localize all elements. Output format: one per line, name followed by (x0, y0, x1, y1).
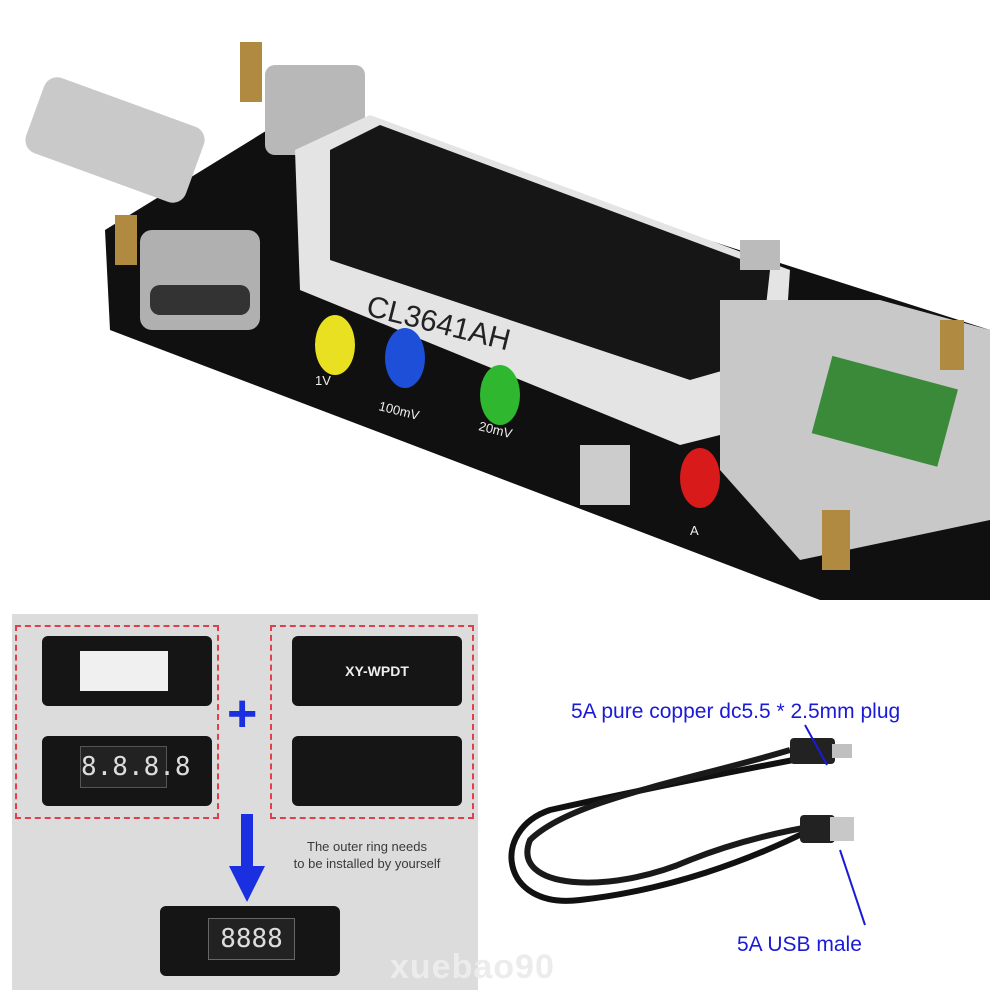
front-cover-plate (42, 636, 212, 706)
back-cover-plate: XY-WPDT (292, 636, 462, 706)
watermark: xuebao90 (390, 948, 555, 986)
standoff (240, 42, 262, 102)
shell-label: XY-WPDT (345, 663, 409, 679)
led-yellow (315, 315, 355, 375)
arrow-down-icon (229, 814, 265, 902)
standoff (115, 215, 137, 265)
led-blue (385, 328, 425, 388)
assembly-diagram-panel: 8.8.8.8 XY-WPDT + The outer ring needs t… (12, 614, 478, 990)
plus-icon: + (227, 685, 258, 743)
usb-meter-board-photo: CL3641AH 1V 100mV 20mV A (25, 42, 990, 600)
note-line-1: The outer ring needs (307, 839, 427, 854)
dc-plug-label: 5A pure copper dc5.5 * 2.5mm plug (571, 700, 901, 723)
dc-plug (790, 738, 835, 764)
usb-male-label: 5A USB male (737, 933, 862, 956)
led-green (480, 365, 520, 425)
push-button (580, 445, 630, 505)
meter-board-back (292, 736, 462, 806)
slide-switch (740, 240, 780, 270)
led-label-a: A (690, 523, 699, 538)
standoff (822, 510, 850, 570)
pcb-board (25, 42, 990, 600)
usb-a-plug (800, 815, 835, 843)
pointer-line (839, 849, 866, 926)
front-kit-frame (15, 625, 219, 819)
note-line-2: to be installed by yourself (293, 856, 441, 871)
standoff (940, 320, 964, 370)
led-red (680, 448, 720, 508)
pointer-line (804, 724, 828, 766)
led-label-1v: 1V (315, 373, 331, 388)
assembly-note: The outer ring needs to be installed by … (267, 838, 467, 872)
usb-dc-cable-photo (508, 724, 866, 926)
assembled-meter: 8888 (160, 906, 340, 976)
meter-board-front: 8.8.8.8 (42, 736, 212, 806)
usb-c-plug (25, 77, 205, 203)
back-kit-frame (270, 625, 474, 819)
